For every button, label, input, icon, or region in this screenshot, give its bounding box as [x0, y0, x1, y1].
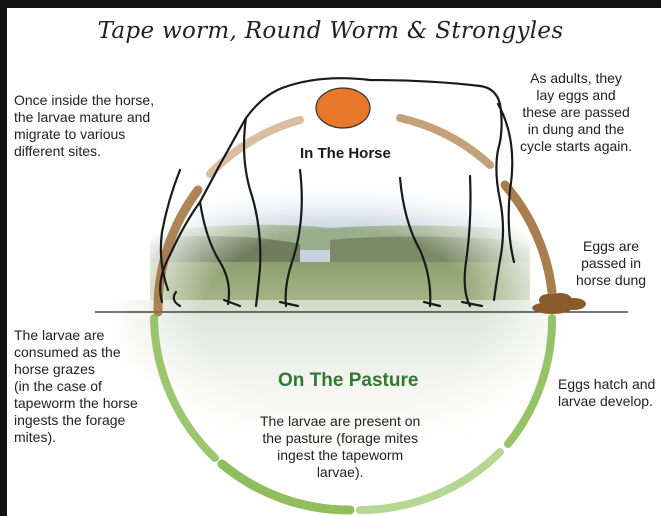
- parasite-mass: [316, 88, 370, 128]
- caption-larvae-on-pasture: The larvae are present on the pasture (f…: [260, 413, 420, 481]
- caption-adults-lay-eggs: As adults, they lay eggs and these are p…: [520, 70, 632, 155]
- in-horse-label: In The Horse: [300, 145, 391, 162]
- caption-larvae-consumed: The larvae are consumed as the horse gra…: [14, 327, 138, 446]
- on-pasture-label: On The Pasture: [278, 370, 418, 392]
- caption-eggs-in-dung: Eggs are passed in horse dung: [576, 238, 646, 289]
- diagram-title: Tape worm, Round Worm & Strongyles: [0, 18, 661, 44]
- caption-eggs-hatch: Eggs hatch and larvae develop.: [558, 376, 655, 410]
- caption-larvae-mature: Once inside the horse, the larvae mature…: [14, 92, 154, 160]
